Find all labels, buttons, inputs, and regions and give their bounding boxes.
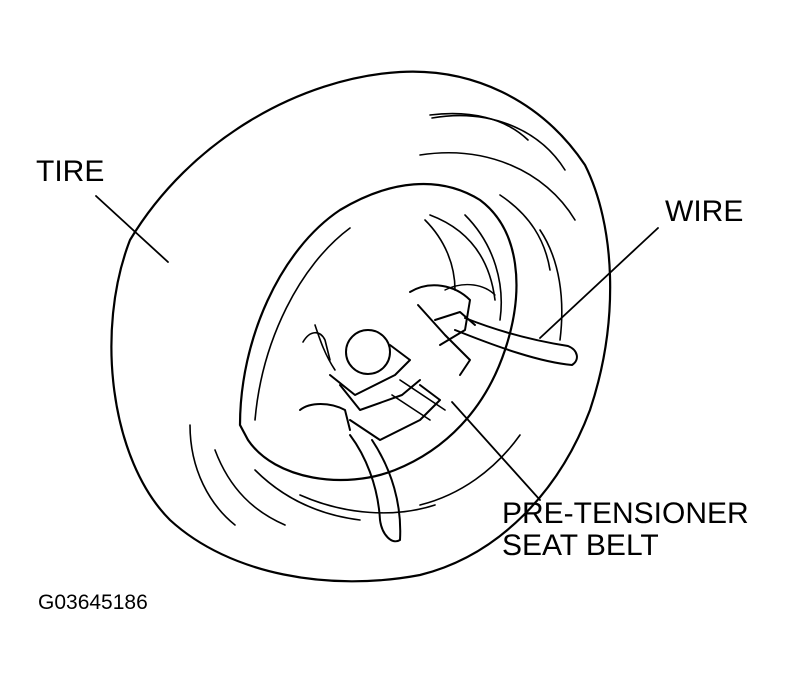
pretensioner-body (349, 384, 441, 441)
tread-line (429, 112, 529, 141)
wire-loop (349, 434, 402, 543)
tread-line (214, 449, 286, 526)
pretensioner-drawing (299, 284, 476, 441)
tread-line (254, 469, 361, 521)
rim-depth-line (254, 227, 351, 421)
tire-inner-rim (238, 182, 518, 482)
rim-depth-line (424, 219, 456, 291)
tread-line (539, 229, 563, 341)
wire-leader-line (539, 227, 659, 339)
pretensioner-label-line2: SEAT BELT (502, 528, 659, 562)
pretensioner-bracket (417, 304, 471, 376)
tire-drawing (110, 70, 612, 583)
pretensioner-label-line1: PRE-TENSIONER (502, 497, 749, 530)
pretensioner-lead (314, 324, 336, 371)
tread-line (299, 494, 436, 514)
tread-line (419, 152, 576, 221)
wire-loop (454, 317, 578, 366)
rim-depth-line (464, 214, 503, 321)
tread-line (499, 194, 551, 271)
pretensioner-body (329, 344, 411, 396)
tire-label: TIRE (36, 155, 105, 188)
pretensioner-dome (345, 329, 391, 375)
rim-depth-line (444, 283, 496, 296)
tire-outer-outline (110, 70, 612, 583)
rim-depth-line (429, 214, 496, 301)
tread-line (419, 434, 521, 506)
wire-label: WIRE (665, 195, 744, 228)
pretensioner-label: PRE-TENSIONER SEAT BELT (502, 498, 749, 561)
pretensioner-body (299, 403, 351, 431)
wire-drawing (349, 317, 578, 543)
pretensioner-lead (399, 379, 446, 411)
pretensioner-bracket (409, 284, 471, 346)
pretensioner-lead (302, 331, 331, 361)
figure-code: G03645186 (38, 591, 148, 614)
pretensioner-bracket (434, 311, 476, 326)
tire-leader-line (95, 195, 169, 263)
pretensioner-leader-line (451, 401, 541, 501)
tread-line (431, 114, 566, 171)
pretensioner-lead (391, 394, 431, 421)
tread-line (189, 424, 236, 526)
